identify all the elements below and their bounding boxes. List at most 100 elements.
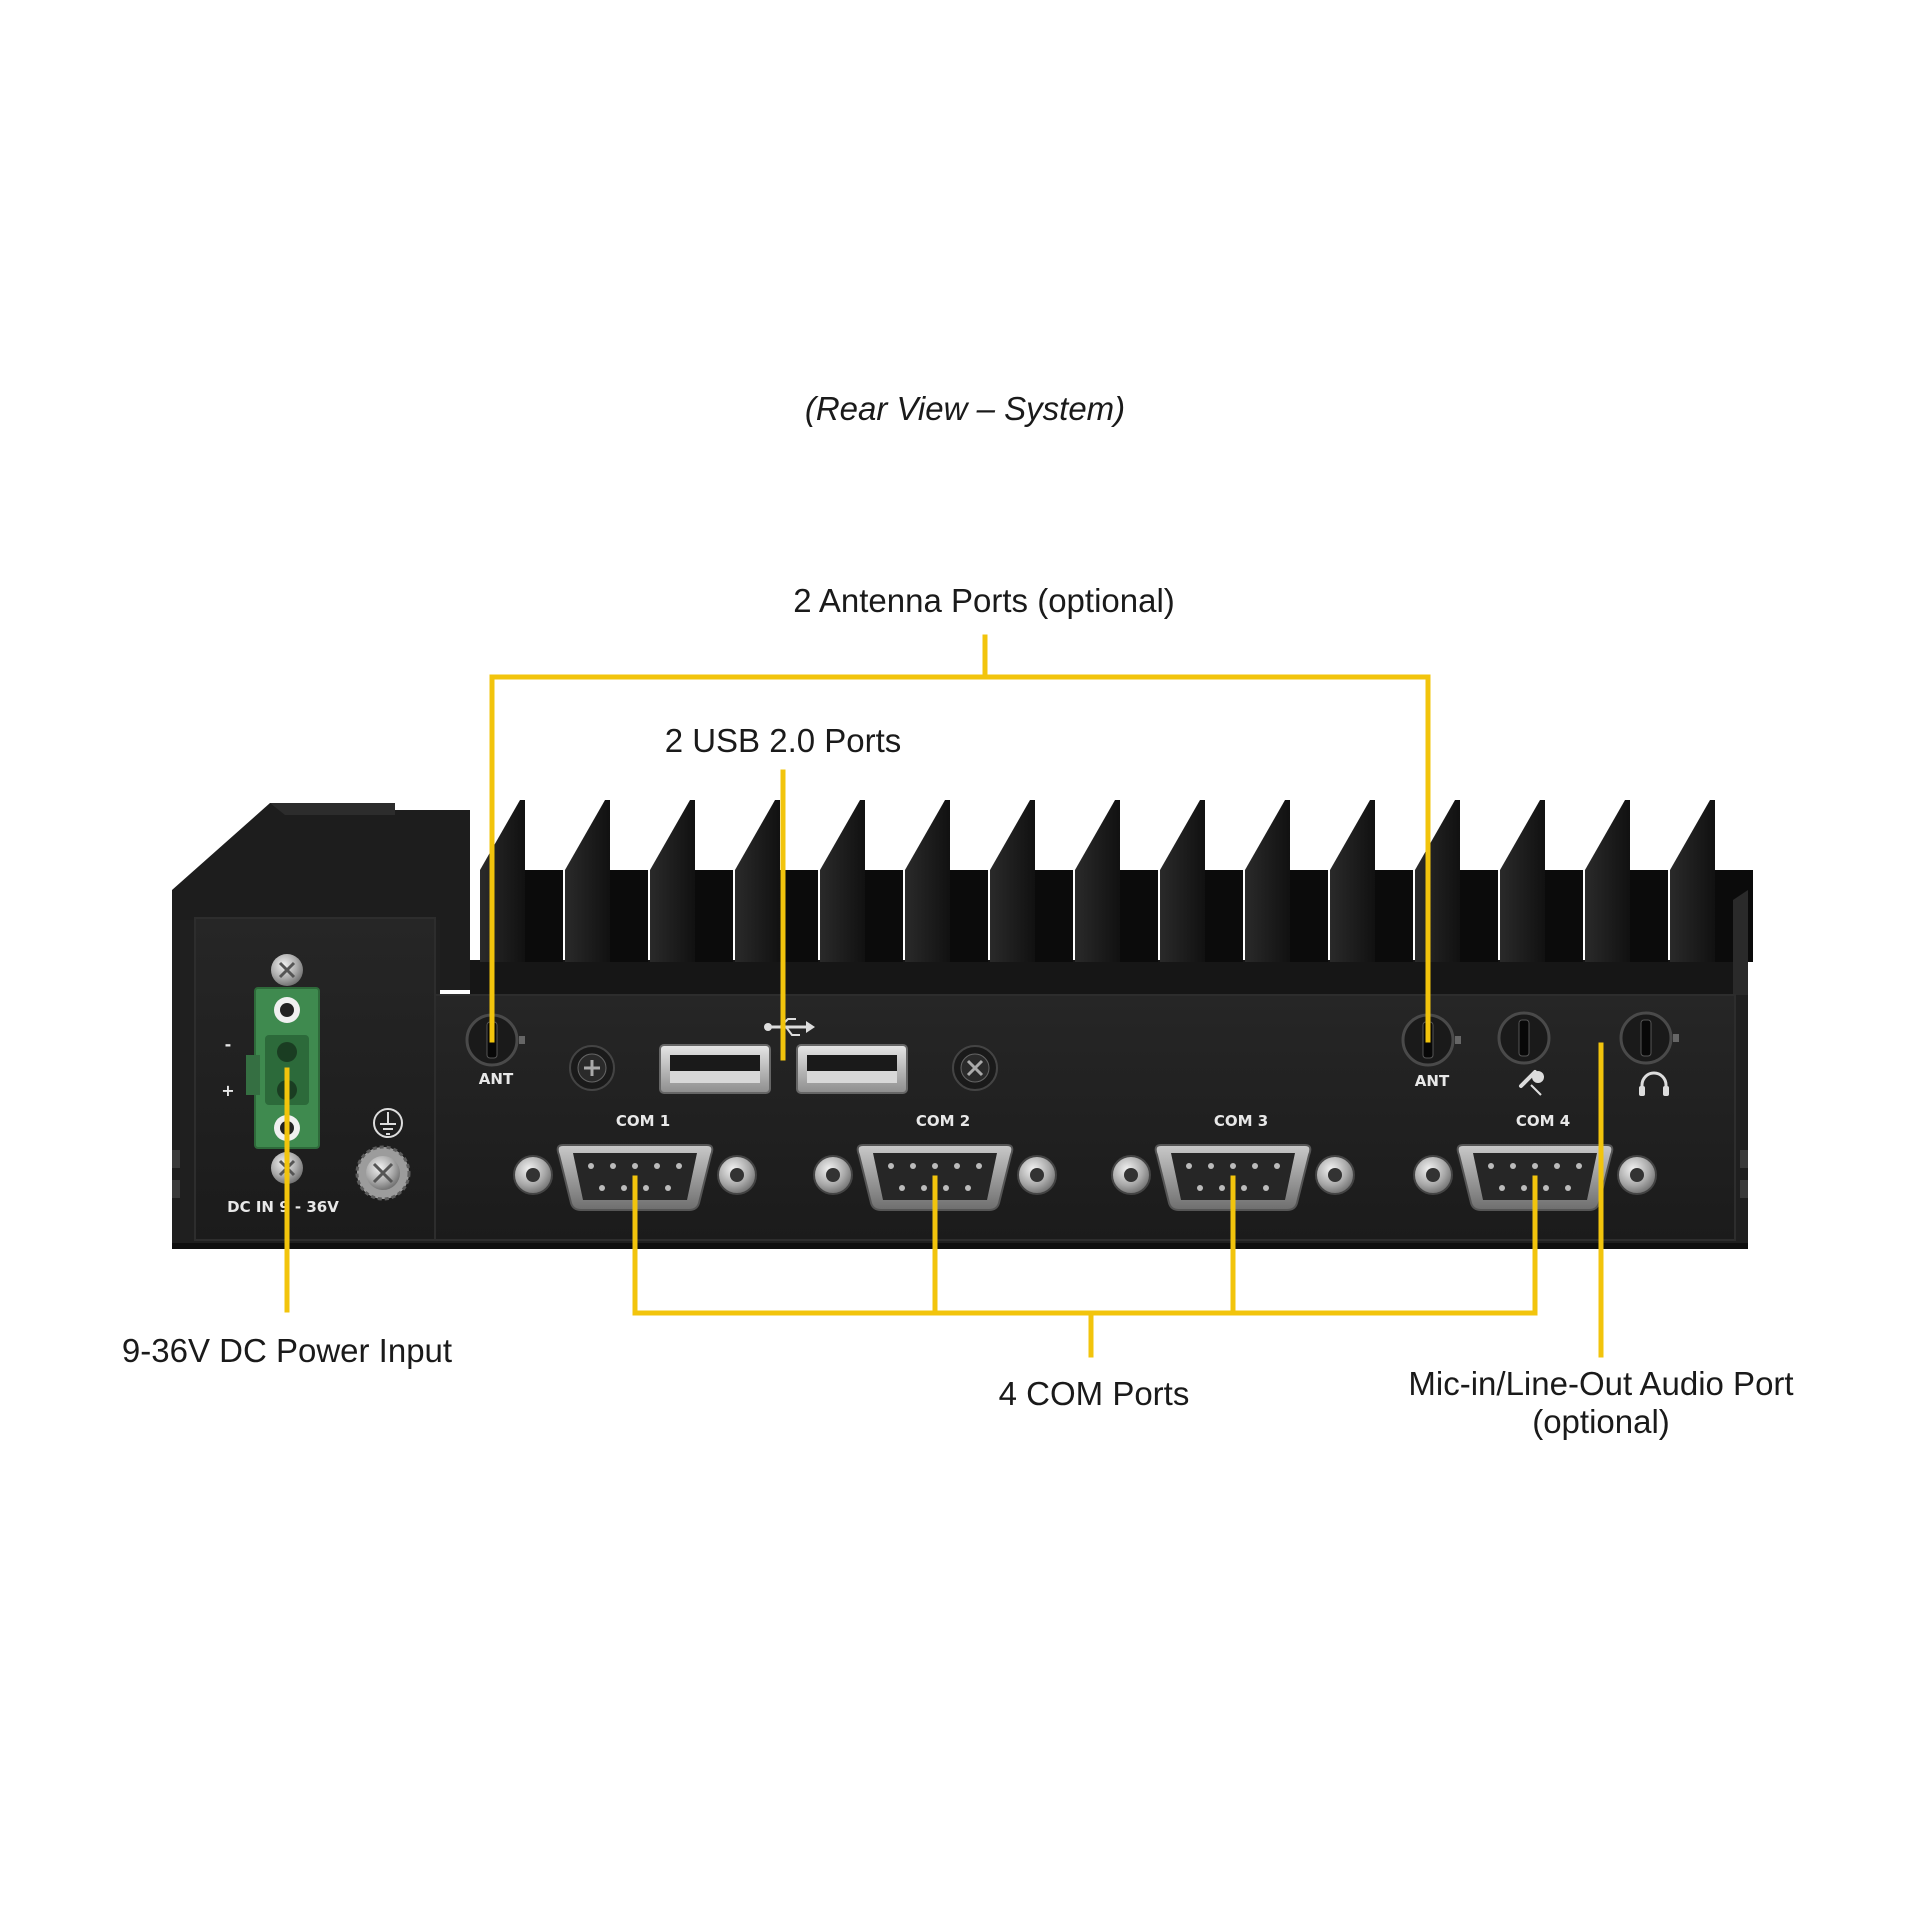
com-pin xyxy=(954,1163,960,1169)
microphone-icon xyxy=(1519,1070,1544,1096)
com-pin xyxy=(1208,1163,1214,1169)
usb-callout: 2 USB 2.0 Ports xyxy=(665,722,902,759)
com-pin xyxy=(1230,1163,1236,1169)
heatsink-gap xyxy=(865,870,903,962)
usb-screw-left xyxy=(569,1045,615,1091)
ant-right-label: ANT xyxy=(1415,1072,1450,1090)
heatsink-fin xyxy=(1075,800,1120,962)
heatsink-fin xyxy=(1585,800,1630,962)
com-pin xyxy=(1197,1185,1203,1191)
mic-in-port[interactable] xyxy=(1497,1011,1551,1065)
heatsink-fin xyxy=(565,800,610,962)
com-pin xyxy=(1263,1185,1269,1191)
com-pin xyxy=(932,1163,938,1169)
com-3-label: COM 3 xyxy=(1214,1112,1268,1130)
heatsink-gap xyxy=(950,870,988,962)
ant-left-label: ANT xyxy=(479,1070,514,1088)
heatsink-fin xyxy=(1415,800,1460,962)
com-1-label: COM 1 xyxy=(616,1112,670,1130)
heatsink-gap xyxy=(1375,870,1413,962)
antenna-callout: 2 Antenna Ports (optional) xyxy=(793,582,1175,619)
com-pin xyxy=(1219,1185,1225,1191)
com-pin xyxy=(888,1163,894,1169)
com-pin xyxy=(976,1163,982,1169)
com-pin xyxy=(1499,1185,1505,1191)
usb-port-1[interactable] xyxy=(659,1044,771,1094)
com-jack-hole xyxy=(1124,1168,1138,1182)
heatsink-fins xyxy=(480,800,1753,962)
com-pin xyxy=(1488,1163,1494,1169)
com-pin xyxy=(1241,1185,1247,1191)
com-pin xyxy=(599,1185,605,1191)
heatsink-fin xyxy=(1330,800,1375,962)
dc-in-label: DC IN 9 - 36V xyxy=(227,1198,339,1216)
heatsink-fin xyxy=(820,800,865,962)
com-pin xyxy=(665,1185,671,1191)
com-pin xyxy=(621,1185,627,1191)
com-pin xyxy=(610,1163,616,1169)
com-pin xyxy=(1510,1163,1516,1169)
com-callout-line xyxy=(632,1175,1538,1316)
minus-label: - xyxy=(225,1035,232,1054)
com-pin xyxy=(1554,1163,1560,1169)
line-out-port[interactable] xyxy=(1619,1011,1679,1065)
com-pin xyxy=(1565,1185,1571,1191)
heatsink-gap xyxy=(1630,870,1668,962)
com-callout: 4 COM Ports xyxy=(999,1375,1190,1412)
com-pin xyxy=(910,1163,916,1169)
audio-callout-line2: (optional) xyxy=(1532,1403,1670,1440)
com-pin xyxy=(643,1185,649,1191)
headphone-icon xyxy=(1639,1071,1669,1096)
heatsink-gap xyxy=(525,870,563,962)
com-jack-hole xyxy=(1630,1168,1644,1182)
heatsink-gap xyxy=(695,870,733,962)
callout-lines xyxy=(284,634,1604,1358)
ground-screw xyxy=(355,1108,411,1201)
heatsink-gap xyxy=(1290,870,1328,962)
com-pin xyxy=(921,1185,927,1191)
ground-icon xyxy=(373,1108,403,1138)
audio-callout-line1: Mic-in/Line-Out Audio Port xyxy=(1408,1365,1793,1402)
com-pin xyxy=(654,1163,660,1169)
com-jack-hole xyxy=(1030,1168,1044,1182)
com-pin xyxy=(943,1185,949,1191)
com-pin xyxy=(1521,1185,1527,1191)
heatsink-fin xyxy=(735,800,780,962)
com-pin xyxy=(1576,1163,1582,1169)
com-pin xyxy=(1543,1185,1549,1191)
heatsink-gap xyxy=(1460,870,1498,962)
heatsink-gap xyxy=(1545,870,1583,962)
heatsink-gap xyxy=(1120,870,1158,962)
com-jack-hole xyxy=(730,1168,744,1182)
usb-screw-right xyxy=(952,1045,998,1091)
heatsink-gap xyxy=(610,870,648,962)
com-4-label: COM 4 xyxy=(1516,1112,1570,1130)
heatsink-fin xyxy=(480,800,525,962)
heatsink-gap xyxy=(780,870,818,962)
com-pin xyxy=(1186,1163,1192,1169)
usb-port-2[interactable] xyxy=(796,1044,908,1094)
com-2-label: COM 2 xyxy=(916,1112,970,1130)
com-jack-hole xyxy=(826,1168,840,1182)
com-jack-hole xyxy=(1328,1168,1342,1182)
heatsink-fin xyxy=(650,800,695,962)
heatsink-fin xyxy=(990,800,1035,962)
heatsink-gap xyxy=(1205,870,1243,962)
heatsink-fin xyxy=(1670,800,1715,962)
heatsink-fin xyxy=(1160,800,1205,962)
com-jack-hole xyxy=(1426,1168,1440,1182)
com-pin xyxy=(676,1163,682,1169)
com-pin xyxy=(1252,1163,1258,1169)
antenna-port-right[interactable]: ANT xyxy=(1401,1013,1461,1090)
heatsink-fin xyxy=(905,800,950,962)
plus-label: + xyxy=(221,1081,234,1100)
heatsink-fin xyxy=(1245,800,1290,962)
com-pin xyxy=(1532,1163,1538,1169)
com-pin xyxy=(588,1163,594,1169)
com-pin xyxy=(1274,1163,1280,1169)
heatsink-gap xyxy=(1035,870,1073,962)
usb-icon xyxy=(764,1018,815,1036)
com-pin xyxy=(899,1185,905,1191)
com-pin xyxy=(965,1185,971,1191)
